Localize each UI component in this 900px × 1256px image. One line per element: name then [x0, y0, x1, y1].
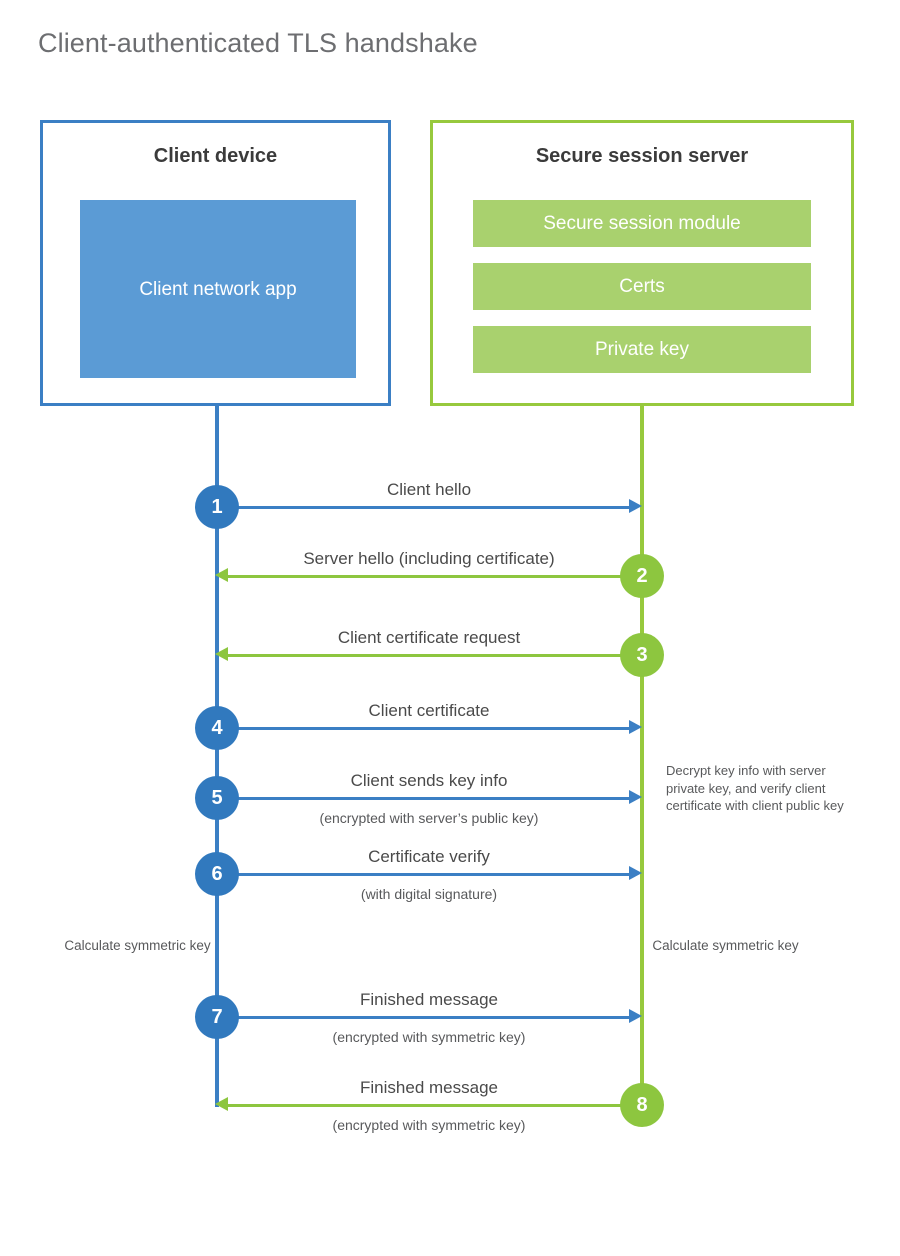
- message-arrow-head-4: [629, 720, 642, 734]
- server-component-private-key: Private key: [473, 326, 811, 373]
- message-sublabel-7: (encrypted with symmetric key): [332, 1029, 526, 1045]
- message-arrow-line-2: [228, 575, 642, 578]
- client-device-title: Client device: [153, 145, 278, 167]
- message-arrow-head-3: [215, 647, 228, 661]
- step-circle-2[interactable]: 2: [620, 554, 664, 598]
- message-label-3: Client certificate request: [337, 628, 521, 647]
- message-arrow-line-7: [217, 1016, 631, 1019]
- message-arrow-head-5: [629, 790, 642, 804]
- step-circle-7[interactable]: 7: [195, 995, 239, 1039]
- secure-session-server-box: Secure session server Secure session mod…: [430, 120, 854, 406]
- step-circle-6[interactable]: 6: [195, 852, 239, 896]
- secure-session-server-title: Secure session server: [535, 145, 749, 167]
- message-sublabel-8: (encrypted with symmetric key): [332, 1117, 526, 1133]
- message-label-2: Server hello (including certificate): [303, 549, 555, 568]
- page-title: Client-authenticated TLS handshake: [38, 28, 478, 58]
- message-arrow-line-5: [217, 797, 631, 800]
- step-circle-4[interactable]: 4: [195, 706, 239, 750]
- message-arrow-head-1: [629, 499, 642, 513]
- server-component-secure-session-module: Secure session module: [473, 200, 811, 247]
- server-lifeline: [640, 406, 644, 1107]
- message-sublabel-5: (encrypted with server’s public key): [319, 810, 539, 826]
- message-label-4: Client certificate: [368, 701, 490, 720]
- client-calculate-key-note: Calculate symmetric key: [64, 938, 211, 953]
- step-circle-8[interactable]: 8: [620, 1083, 664, 1127]
- server-calculate-key-note: Calculate symmetric key: [652, 938, 799, 953]
- server-decrypt-note: Decrypt key info with server private key…: [666, 763, 844, 813]
- client-network-app-block: Client network app: [80, 200, 356, 378]
- message-label-6: Certificate verify: [368, 847, 490, 866]
- message-label-8: Finished message: [360, 1078, 498, 1097]
- message-arrow-line-8: [228, 1104, 642, 1107]
- message-arrow-head-8: [215, 1097, 228, 1111]
- step-circle-3[interactable]: 3: [620, 633, 664, 677]
- step-circle-1[interactable]: 1: [195, 485, 239, 529]
- message-label-1: Client hello: [386, 480, 472, 499]
- message-arrow-head-6: [629, 866, 642, 880]
- message-arrow-line-1: [217, 506, 631, 509]
- message-label-5: Client sends key info: [350, 771, 508, 790]
- client-device-box: Client device Client network app: [40, 120, 391, 406]
- message-label-7: Finished message: [360, 990, 498, 1009]
- message-sublabel-6: (with digital signature): [360, 886, 498, 902]
- message-arrow-head-2: [215, 568, 228, 582]
- message-arrow-head-7: [629, 1009, 642, 1023]
- message-arrow-line-6: [217, 873, 631, 876]
- server-component-certs: Certs: [473, 263, 811, 310]
- message-arrow-line-3: [228, 654, 642, 657]
- step-circle-5[interactable]: 5: [195, 776, 239, 820]
- message-arrow-line-4: [217, 727, 631, 730]
- client-lifeline: [215, 406, 219, 1107]
